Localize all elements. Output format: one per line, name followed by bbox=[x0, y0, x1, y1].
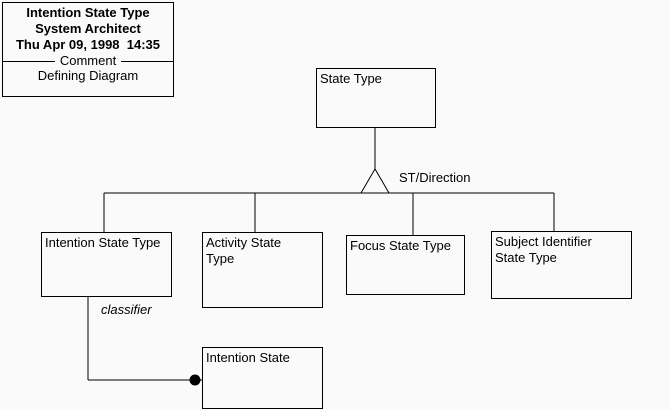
title-tool-name: System Architect bbox=[35, 21, 141, 36]
title-block: Intention State Type System Architect Th… bbox=[2, 2, 174, 97]
node-focus-state-type[interactable]: Focus State Type bbox=[346, 235, 465, 295]
title-timestamp: Thu Apr 09, 1998 14:35 bbox=[15, 37, 161, 52]
st-direction-label: ST/Direction bbox=[399, 170, 471, 185]
node-activity-state-type[interactable]: Activity State Type bbox=[202, 232, 323, 308]
title-comment-text: Defining Diagram bbox=[37, 68, 139, 83]
comment-divider-rule-right bbox=[121, 60, 174, 62]
comment-divider-label: Comment bbox=[59, 53, 117, 68]
node-label: Activity State Type bbox=[206, 235, 282, 266]
node-label: Intention State Type bbox=[45, 235, 161, 250]
node-label: Subject Identifier State Type bbox=[495, 234, 592, 265]
node-intention-state-type[interactable]: Intention State Type bbox=[41, 232, 172, 297]
classifier-label: classifier bbox=[101, 302, 152, 317]
node-label: State Type bbox=[320, 71, 382, 86]
node-subject-identifier-state-type[interactable]: Subject Identifier State Type bbox=[491, 231, 632, 299]
classifier-endpoint-dot bbox=[189, 374, 201, 386]
comment-divider-rule-left bbox=[3, 60, 55, 62]
node-intention-state[interactable]: Intention State bbox=[202, 347, 323, 409]
comment-divider: Comment bbox=[3, 53, 174, 68]
generalization-triangle bbox=[360, 168, 390, 194]
title-diagram-name: Intention State Type bbox=[26, 5, 150, 20]
node-state-type[interactable]: State Type bbox=[316, 68, 436, 128]
node-label: Focus State Type bbox=[350, 238, 451, 253]
node-label: Intention State bbox=[206, 350, 290, 365]
